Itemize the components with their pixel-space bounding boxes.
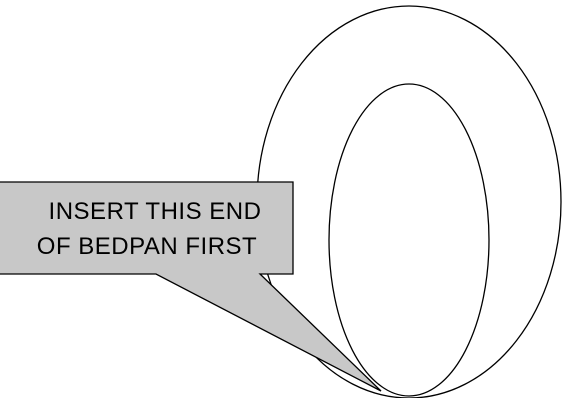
- callout-box: [0, 181, 382, 392]
- callout-text-line1: INSERT THIS END: [49, 198, 262, 225]
- bedpan-inner-opening: [328, 83, 490, 397]
- callout-text-line2: OF BEDPAN FIRST: [37, 233, 257, 260]
